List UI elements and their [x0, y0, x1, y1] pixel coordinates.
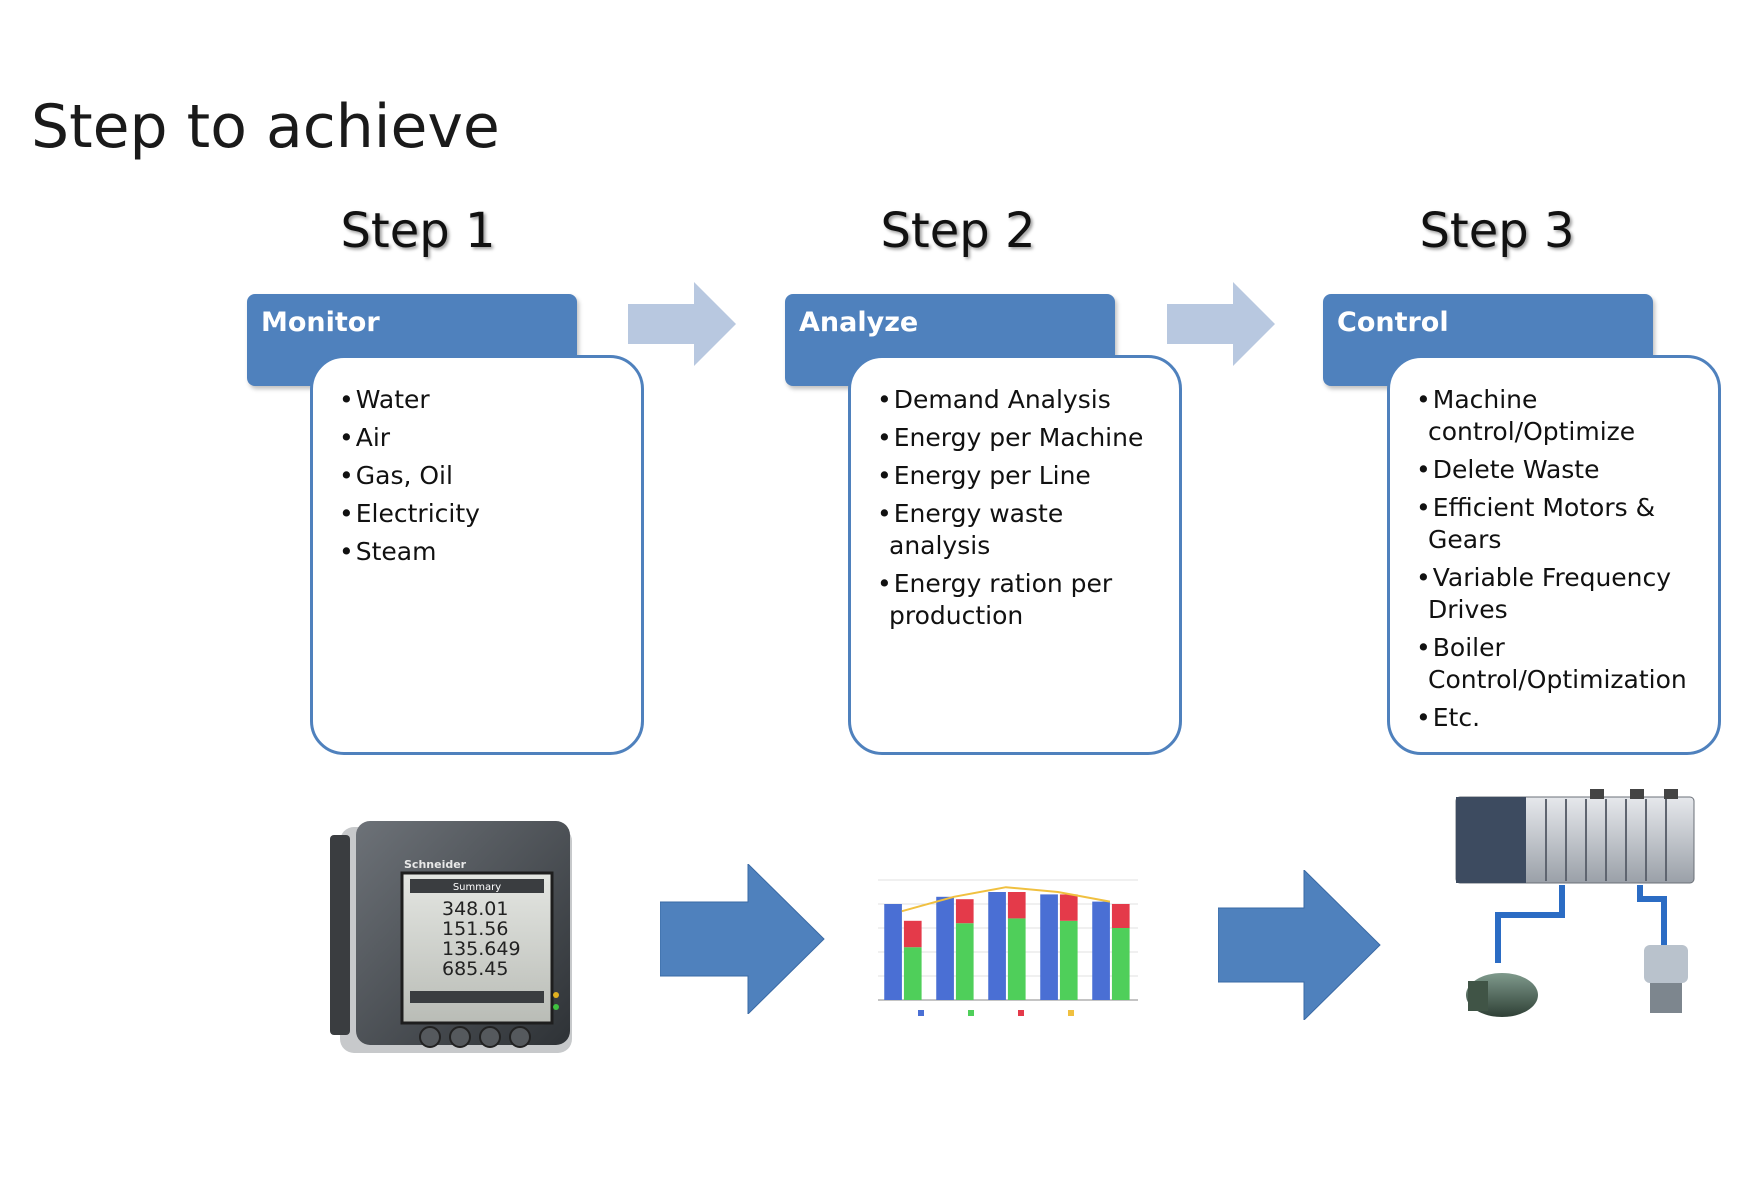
step-1-to-2-arrow-icon — [628, 282, 736, 366]
electricity-cost-chart — [838, 860, 1178, 1020]
meter-reading: 348.01 — [442, 898, 508, 920]
bar-series-2 — [1007, 918, 1026, 1000]
bar-series-2 — [955, 923, 974, 1000]
list-item: Gas, Oil — [339, 460, 627, 492]
list-item: Energy per Machine — [877, 422, 1165, 454]
list-item: Energy per Line — [877, 460, 1165, 492]
legend-swatch — [1068, 1010, 1074, 1016]
monitor-items-box: Water Air Gas, Oil Electricity Steam — [310, 355, 644, 755]
control-items-box: Machine control/Optimize Delete Waste Ef… — [1387, 355, 1721, 755]
bar-series-3 — [1007, 892, 1026, 919]
list-item: Variable Frequency Drives — [1416, 562, 1704, 626]
bar-series-3 — [955, 899, 974, 924]
step-3-heading: Step 3 — [1419, 203, 1575, 259]
bar-series-1 — [988, 892, 1006, 1000]
bar-series-3 — [903, 920, 922, 948]
bar-series-1 — [1040, 894, 1058, 1000]
list-item: Machine control/Optimize — [1416, 384, 1704, 448]
plc-control-system-icon — [1455, 789, 1695, 1017]
monitor-label: Monitor — [261, 307, 380, 338]
meter-reading: 151.56 — [442, 918, 508, 940]
list-item: Steam — [339, 536, 627, 568]
meter-brand: Schneider — [404, 858, 467, 871]
list-item: Demand Analysis — [877, 384, 1165, 416]
list-item: Etc. — [1416, 702, 1704, 734]
bar-series-2 — [1059, 920, 1078, 1000]
legend-swatch — [968, 1010, 974, 1016]
meter-reading: 685.45 — [442, 958, 508, 980]
bar-series-1 — [884, 904, 902, 1000]
bar-series-2 — [903, 947, 922, 1000]
bar-series-3 — [1111, 904, 1130, 928]
analyze-label: Analyze — [799, 307, 919, 338]
list-item: Electricity — [339, 498, 627, 530]
list-item: Delete Waste — [1416, 454, 1704, 486]
legend-swatch — [1018, 1010, 1024, 1016]
list-item: Energy ration per production — [877, 568, 1165, 632]
production-line — [901, 886, 1111, 913]
bar-series-1 — [936, 896, 954, 1000]
step-2-to-3-arrow-icon — [1167, 282, 1275, 366]
meter-reading: 135.649 — [442, 938, 521, 960]
step-1-heading: Step 1 — [340, 203, 496, 259]
power-meter-device-icon: Schneider Summary 348.01 151.56 135.649 … — [330, 821, 572, 1053]
meter-screen-title: Summary — [453, 882, 501, 893]
list-item: Energy waste analysis — [877, 498, 1165, 562]
bar-series-3 — [1059, 894, 1078, 921]
list-item: Air — [339, 422, 627, 454]
list-item: Efficient Motors & Gears — [1416, 492, 1704, 556]
legend-swatch — [918, 1010, 924, 1016]
analyze-to-control-arrow-icon — [1218, 870, 1381, 1020]
list-item: Water — [339, 384, 627, 416]
slide-title: Step to achieve — [31, 92, 500, 162]
control-label: Control — [1337, 307, 1449, 338]
analyze-items-box: Demand Analysis Energy per Machine Energ… — [848, 355, 1182, 755]
bar-series-2 — [1111, 928, 1130, 1000]
bar-series-1 — [1092, 901, 1110, 1000]
monitor-to-analyze-arrow-icon — [660, 864, 825, 1014]
step-2-heading: Step 2 — [880, 203, 1036, 259]
list-item: Boiler Control/Optimization — [1416, 632, 1704, 696]
